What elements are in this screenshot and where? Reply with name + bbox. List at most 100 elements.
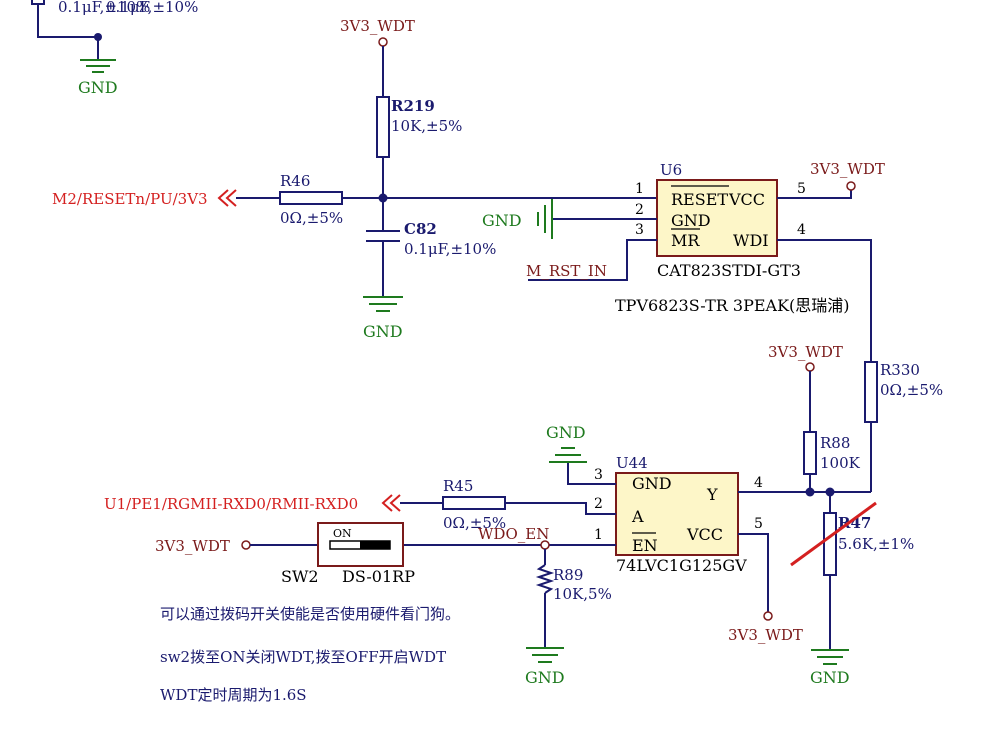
u6-pin-vcc: VCC	[728, 190, 765, 209]
resistor-r219	[376, 96, 390, 158]
gnd-label: GND	[525, 668, 565, 687]
gnd-label: GND	[363, 322, 403, 341]
power-port-circle	[378, 37, 388, 47]
ground-symbol	[537, 199, 553, 239]
net-junction-circle	[540, 540, 550, 550]
u6-pin-reset: RESET	[671, 190, 728, 209]
r89-value: 10K,5%	[553, 585, 612, 603]
net-wdo-en: WDO_EN	[478, 525, 549, 543]
u44-pin-y: Y	[706, 485, 718, 504]
u6-pin-num-1: 1	[635, 181, 644, 197]
capacitor-c82	[366, 230, 400, 297]
r89-pulldown: R89 10K,5% GND	[525, 549, 612, 687]
ground-symbol	[549, 447, 587, 463]
u6-alt-part: TPV6823S-TR 3PEAK(思瑞浦)	[615, 296, 850, 315]
power-port-circle	[241, 540, 251, 550]
dnp-strike-mark	[790, 501, 877, 567]
u44-pin-a: A	[631, 507, 644, 526]
port-reset[interactable]: M2/RESETn/PU/3V3	[52, 190, 208, 208]
u6-pin-wdi: WDI	[733, 231, 769, 250]
partial-cap-value-overlap: 0.1μF,±10%	[106, 0, 198, 16]
u6-watchdog-chip: U6 CAT823STDI-GT3 TPV6823S-TR 3PEAK(思瑞浦)…	[482, 160, 885, 362]
power-label-3v3-wdt: 3V3_WDT	[340, 17, 415, 35]
partial-cap-value: 0.1μF,±10%	[58, 0, 150, 16]
u44-designator: U44	[616, 454, 648, 472]
port-rgmii[interactable]: U1/PE1/RGMII-RXD0/RMII-RXD0	[104, 495, 358, 513]
sw2-dip-switch: 3V3_WDT ON SW2 DS-01RP	[155, 522, 415, 586]
resistor-r45	[442, 496, 506, 510]
r47-designator: R47	[838, 514, 871, 532]
r89-designator: R89	[553, 566, 583, 584]
power-label-3v3-wdt: 3V3_WDT	[768, 343, 843, 361]
u44-pin-num-3: 3	[594, 467, 603, 483]
u6-designator: U6	[660, 161, 682, 179]
junction-dot	[805, 487, 815, 497]
port-arrow-icon	[217, 189, 237, 207]
u44-pin-num-1: 1	[594, 527, 603, 543]
resistor-r88	[803, 431, 817, 475]
u44-body	[615, 472, 739, 556]
note-line-3: WDT定时周期为1.6S	[160, 686, 307, 704]
c82-designator: C82	[404, 220, 437, 238]
gnd-label: GND	[78, 78, 118, 97]
r330-designator: R330	[880, 361, 920, 379]
r219-designator: R219	[391, 97, 435, 115]
r47-value: 5.6K,±1%	[838, 535, 914, 553]
sw2-actuator[interactable]	[360, 541, 390, 549]
r45-value: 0Ω,±5%	[443, 514, 506, 532]
u44-pin-num-4: 4	[754, 475, 763, 491]
u6-pin-gnd: GND	[671, 211, 711, 230]
gnd-label: GND	[546, 423, 586, 442]
gnd-label: GND	[810, 668, 850, 687]
u6-pin-num-5: 5	[797, 181, 806, 197]
sw2-on-label: ON	[333, 527, 352, 540]
partial-capacitor	[31, 0, 45, 5]
power-label-3v3-wdt: 3V3_WDT	[155, 537, 230, 555]
u44-pin-gnd: GND	[632, 474, 672, 493]
u44-pin-num-2: 2	[594, 496, 603, 512]
r88-designator: R88	[820, 434, 850, 452]
watchdog-feed-section: R330 0Ω,±5% 3V3_WDT R88 100K R47 5.6K,±1…	[767, 343, 943, 687]
ground-symbol	[526, 647, 564, 663]
u6-pin-mr: MR	[671, 231, 700, 250]
junction-dot	[94, 33, 102, 41]
c82-value: 0.1μF,±10%	[404, 240, 496, 258]
reset-pullup-section: 3V3_WDT R219 10K,±5% R46 0Ω,±5% M2/RESET…	[52, 17, 657, 341]
power-port-circle	[763, 611, 773, 621]
r46-value: 0Ω,±5%	[280, 209, 343, 227]
resistor-r47	[823, 512, 837, 576]
junction-dot	[378, 193, 388, 203]
u6-pin-num-4: 4	[797, 222, 806, 238]
r88-value: 100K	[820, 454, 861, 472]
u44-pin-vcc: VCC	[686, 525, 723, 544]
ground-symbol	[80, 59, 116, 73]
power-label-3v3-wdt: 3V3_WDT	[810, 160, 885, 178]
port-arrow-icon	[381, 494, 401, 512]
u6-pin-num-2: 2	[635, 202, 644, 218]
notes: 可以通过拨码开关使能是否使用硬件看门狗。 sw2拨至ON关闭WDT,拨至OFF开…	[160, 605, 460, 704]
r46-designator: R46	[280, 172, 310, 190]
note-line-1: 可以通过拨码开关使能是否使用硬件看门狗。	[160, 605, 460, 623]
top-left-fragment: 0.1μF,±10% 0.1μF,±10% GND	[31, 0, 198, 97]
note-line-2: sw2拨至ON关闭WDT,拨至OFF开启WDT	[160, 648, 446, 666]
u44-buffer-chip: U44 74LVC1G125GV GND Y A VCC EN 3 2 1 4 …	[104, 423, 803, 644]
ground-symbol	[811, 649, 849, 665]
r45-designator: R45	[443, 477, 473, 495]
gnd-label: GND	[482, 211, 522, 230]
u6-part-number: CAT823STDI-GT3	[657, 261, 801, 280]
resistor-r46	[279, 191, 343, 205]
net-m-rst-in: M_RST_IN	[526, 262, 607, 280]
u44-part-number: 74LVC1G125GV	[616, 556, 747, 575]
u6-pin-num-3: 3	[635, 222, 644, 238]
ground-symbol	[363, 296, 403, 312]
power-label-3v3-wdt: 3V3_WDT	[728, 626, 803, 644]
sw2-designator: SW2	[281, 567, 319, 586]
resistor-r89	[535, 564, 555, 594]
power-port-circle	[846, 181, 856, 191]
r219-value: 10K,±5%	[391, 117, 462, 135]
u6-body	[656, 179, 778, 257]
r330-value: 0Ω,±5%	[880, 381, 943, 399]
u44-pin-num-5: 5	[754, 516, 763, 532]
power-port-circle	[805, 362, 815, 372]
